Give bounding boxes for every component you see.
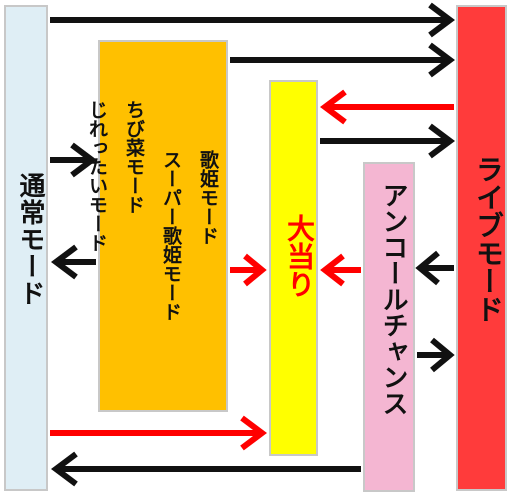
arrow-normal-to-diva (50, 142, 97, 178)
arrow-normal-to-jackpot (50, 415, 267, 451)
arrow-diva-to-normal (51, 244, 96, 280)
live-mode-box: ライブモード (456, 5, 507, 491)
jackpot-box: 大当り (269, 80, 318, 456)
arrow-diva-to-live (230, 42, 455, 78)
live-mode-label: ライブモード (472, 155, 505, 323)
encore-chance-label: アンコールチャンス (378, 182, 408, 416)
arrow-normal-to-live (50, 2, 455, 38)
diva-modes-list: 歌姫モード スーパー歌姫モード ちび菜モード じれったいモード (84, 100, 222, 321)
arrow-jackpot-to-live (320, 123, 455, 159)
normal-mode-label: 通常モード (15, 172, 45, 307)
arrow-encore-to-jackpot (320, 253, 361, 287)
jackpot-label: 大当り (283, 214, 316, 298)
arrow-diva-to-jackpot (230, 253, 267, 287)
jirettai-mode-item: じれったいモード (86, 100, 108, 252)
arrow-live-to-jackpot (320, 89, 454, 125)
diva-mode-item: 歌姫モード (197, 150, 219, 245)
arrow-encore-to-normal (51, 451, 361, 487)
chibina-mode-item: ちび菜モード (123, 100, 145, 214)
arrow-encore-to-live (417, 337, 455, 373)
diva-modes-box: 歌姫モード スーパー歌姫モード ちび菜モード じれったいモード (86, 40, 228, 412)
encore-chance-box: アンコールチャンス (363, 162, 415, 492)
normal-mode-box: 通常モード (4, 5, 48, 491)
super-diva-mode-item: スーパー歌姫モード (160, 150, 182, 321)
arrow-live-to-encore (415, 250, 454, 286)
